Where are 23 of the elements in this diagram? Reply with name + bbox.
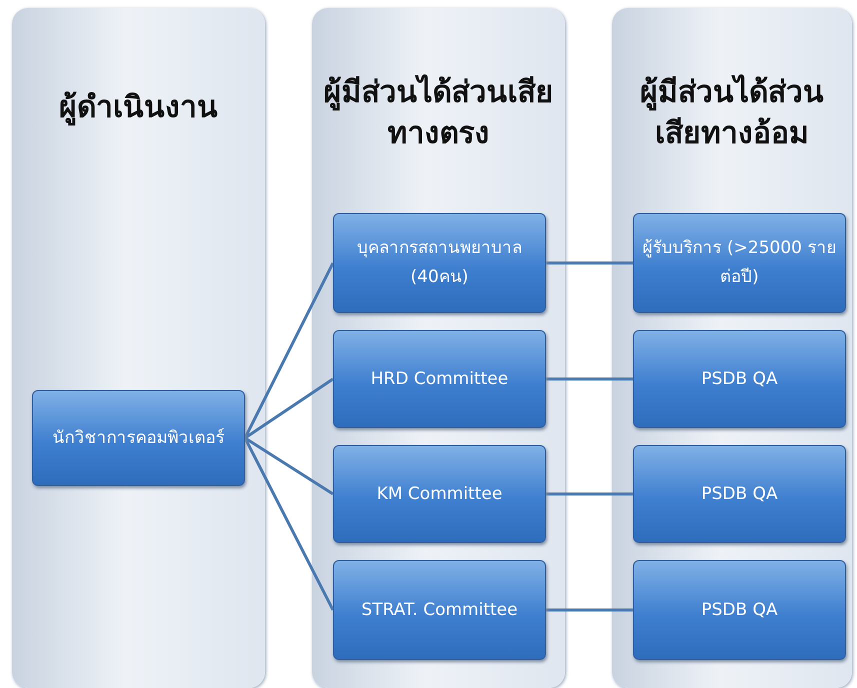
process-box: KM Committee <box>333 445 546 543</box>
connector-line <box>244 437 334 611</box>
process-box: บุคลากรสถานพยาบาล (40คน) <box>333 213 546 313</box>
column-heading: ผู้ดำเนินงาน <box>58 89 219 128</box>
connector-line <box>546 378 633 380</box>
process-box: PSDB QA <box>633 330 846 428</box>
column-panel <box>612 8 852 688</box>
column-panel <box>12 8 265 688</box>
column-panel <box>312 8 565 688</box>
process-box: PSDB QA <box>633 445 846 543</box>
connector-line <box>244 436 334 496</box>
column-heading: ผู้มีส่วนได้ส่วนเสียทางตรง <box>322 73 554 152</box>
process-box: ผู้รับบริการ (>25000 รายต่อปี) <box>633 213 846 313</box>
process-box: HRD Committee <box>333 330 546 428</box>
process-box: นักวิชาการคอมพิวเตอร์ <box>32 390 245 486</box>
connector-line <box>244 378 334 440</box>
column-heading: ผู้มีส่วนได้ส่วนเสียทางอ้อม <box>639 73 825 152</box>
process-box: STRAT. Committee <box>333 560 546 660</box>
process-box: PSDB QA <box>633 560 846 660</box>
connector-line <box>244 262 334 439</box>
connector-line <box>546 492 633 496</box>
connector-line <box>546 262 633 264</box>
connector-line <box>546 608 633 612</box>
